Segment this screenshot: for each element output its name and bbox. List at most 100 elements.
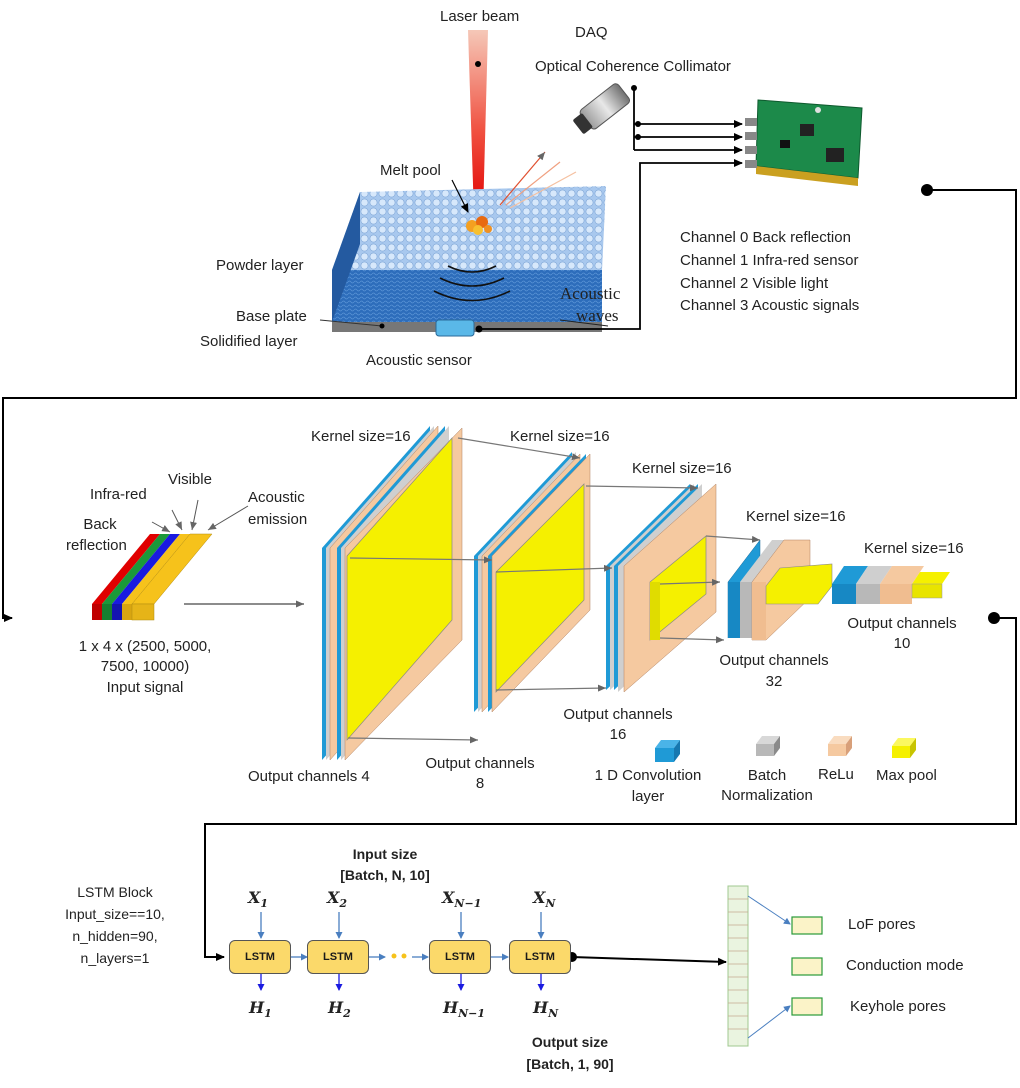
label-infra-red: Infra-red [90, 486, 147, 503]
lstm-ellipsis-dots [391, 953, 407, 959]
class-box-lof [791, 916, 823, 935]
class-box-conduction [791, 957, 823, 976]
daq-card-shape [745, 99, 863, 186]
stage-5-layers [832, 566, 950, 604]
input-signal-line-2: 7500, 10000) [100, 658, 190, 675]
output-label-3b: 16 [609, 726, 627, 743]
class-box-keyhole [791, 997, 823, 1016]
legend-batchnorm-cube [756, 736, 780, 756]
h-label-n: HN [533, 998, 559, 1021]
leader-line [319, 319, 383, 327]
lstm-input-arrows [257, 912, 545, 939]
connector-dot [921, 184, 933, 196]
label-powder-layer: Powder layer [216, 257, 304, 274]
emission-ray [509, 171, 577, 209]
input-size-value: [Batch, N, 10] [340, 867, 430, 883]
output-label-4b: 32 [765, 673, 783, 690]
lstm-to-classifier-arrow [571, 956, 727, 966]
input-signal-line-1: 1 x 4 x (2500, 5000, [78, 638, 212, 655]
input-label-arrows [151, 499, 249, 533]
lstm-block-line-3: n_hidden=90, [72, 928, 158, 944]
x-label-n-minus-1: XN−1 [442, 888, 482, 911]
block-left-face [332, 192, 360, 322]
label-acoustic-waves-2: waves [576, 306, 619, 325]
stage-connection-lines [347, 437, 761, 744]
x-label-n: XN [533, 888, 556, 911]
label-back-2: reflection [66, 537, 127, 554]
am-process-illustration [319, 30, 863, 337]
leader-line [451, 179, 469, 213]
kernel-label-5: Kernel size=16 [864, 540, 964, 557]
channel-0-label: Channel 0 Back reflection [680, 229, 851, 246]
legend-conv-cube [655, 740, 680, 762]
dense-layer-column [727, 885, 749, 1047]
class-label-lof: LoF pores [848, 916, 916, 933]
output-label-4a: Output channels [719, 652, 829, 669]
label-acoustic-1: Acoustic [248, 489, 305, 506]
block-front-face [332, 270, 602, 322]
daq-wiring [479, 88, 743, 330]
legend-bn-label-2: Normalization [721, 787, 813, 804]
class-label-keyhole: Keyhole pores [850, 998, 946, 1015]
legend-relu-cube [828, 736, 852, 756]
classifier-arrows [747, 895, 791, 1039]
label-base-plate: Base plate [236, 308, 307, 325]
stage-3-layers [606, 483, 717, 693]
lstm-output-arrows [257, 974, 545, 991]
output-label-5a: Output channels [847, 615, 957, 632]
kernel-label-2: Kernel size=16 [510, 428, 610, 445]
input-signal-line-3: Input signal [106, 679, 184, 696]
channel-1-label: Channel 1 Infra-red sensor [680, 252, 859, 269]
stage-4-layers [727, 539, 833, 641]
flow-connector-1 [2, 189, 1017, 622]
channel-2-label: Channel 2 Visible light [680, 275, 829, 292]
h-label-1: H1 [249, 998, 272, 1021]
label-acoustic-2: emission [248, 511, 308, 528]
input-signal-bars [92, 533, 213, 621]
acoustic-sensor-shape [435, 319, 475, 337]
cnn-pipeline [92, 425, 1017, 961]
class-label-conduction: Conduction mode [846, 957, 964, 974]
lstm-pipeline [257, 885, 823, 1047]
label-melt-pool: Melt pool [380, 162, 441, 179]
lstm-block-line-1: LSTM Block [77, 884, 153, 900]
stage-2-layers [474, 452, 591, 713]
output-size-value: [Batch, 1, 90] [526, 1056, 614, 1072]
output-label-3a: Output channels [563, 706, 673, 723]
lstm-cell-2: LSTM [307, 940, 369, 974]
emission-ray [499, 151, 546, 206]
lstm-cell-n-minus-1: LSTM [429, 940, 491, 974]
output-label-5b: 10 [893, 635, 911, 652]
laser-beam-shape [468, 30, 488, 215]
h-label-2: H2 [328, 998, 351, 1021]
legend-conv-label-1: 1 D Convolution [594, 767, 702, 784]
melt-pool-shape [466, 216, 492, 235]
legend-maxpool-label: Max pool [876, 767, 937, 784]
label-acoustic-sensor: Acoustic sensor [366, 352, 472, 369]
emission-ray [505, 161, 561, 206]
label-daq: DAQ [575, 24, 608, 41]
input-size-title: Input size [352, 846, 418, 862]
flow-connector-2 [204, 617, 1017, 961]
legend-bn-label-1: Batch [747, 767, 787, 784]
label-solidified-layer: Solidified layer [200, 333, 298, 350]
acoustic-wave-arcs [433, 265, 511, 302]
connector-dot [988, 612, 1000, 624]
legend-relu-label: ReLu [818, 766, 854, 783]
legend-conv-label-2: layer [631, 788, 665, 805]
kernel-label-3: Kernel size=16 [632, 460, 732, 477]
output-label-2b: 8 [475, 775, 485, 792]
x-label-1: X1 [248, 888, 269, 911]
x-label-2: X2 [327, 888, 348, 911]
legend-maxpool-cube [892, 738, 916, 758]
label-visible: Visible [168, 471, 212, 488]
kernel-label-4: Kernel size=16 [746, 508, 846, 525]
leader-line [559, 319, 609, 327]
output-size-title: Output size [531, 1034, 609, 1050]
lstm-cell-1: LSTM [229, 940, 291, 974]
label-laser-beam: Laser beam [440, 8, 520, 25]
lstm-block-line-4: n_layers=1 [80, 950, 150, 966]
lstm-block-line-2: Input_size==10, [65, 906, 165, 922]
h-label-n-minus-1: HN−1 [443, 998, 486, 1021]
